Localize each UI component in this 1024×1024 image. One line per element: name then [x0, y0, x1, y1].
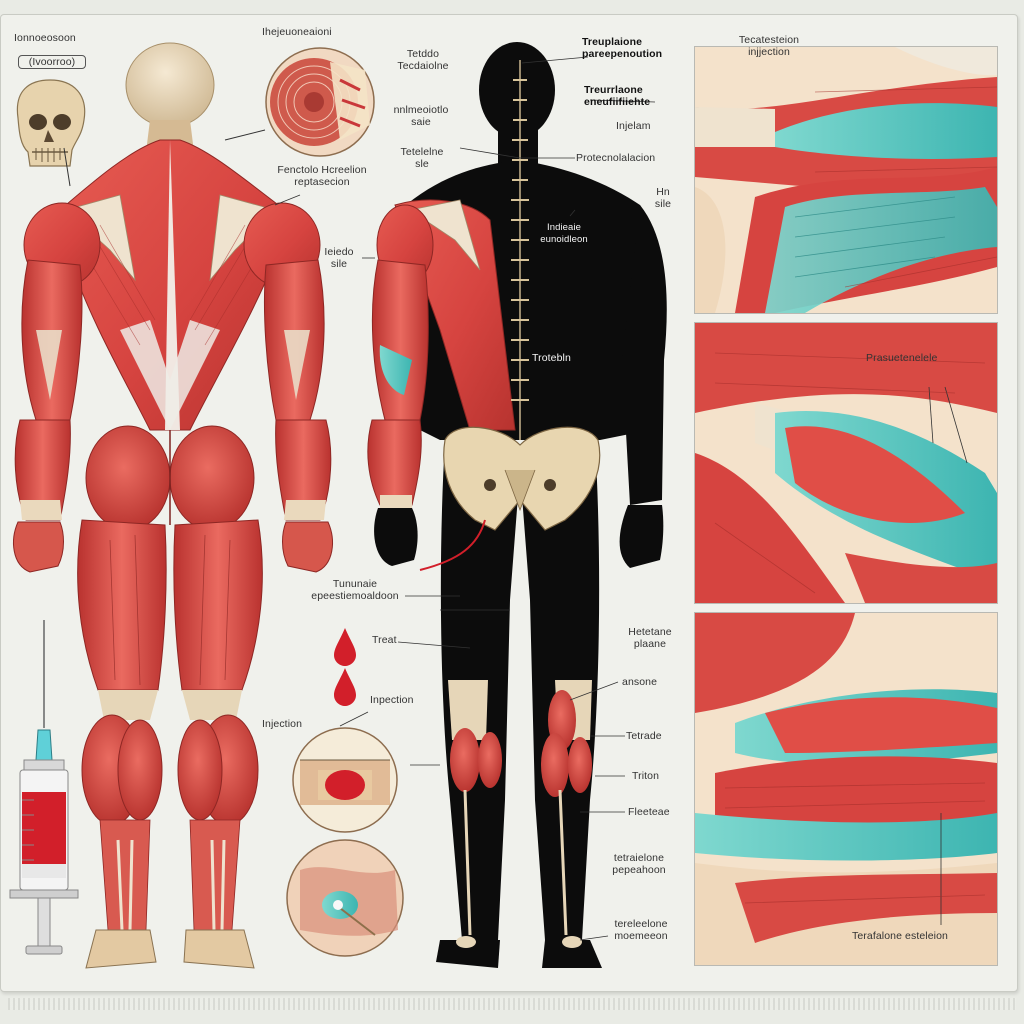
mid-label-2: Tetelelne sle: [400, 146, 444, 170]
zoom-panel-bottom: [694, 612, 998, 966]
trotebln-label: Trotebln: [532, 352, 571, 364]
cross-section-inset-upper: [292, 727, 398, 833]
syringe-icon: [9, 620, 79, 955]
figure-label-b: Treuplaione pareepenoution: [582, 36, 663, 60]
flebrae-label: Fleeteae: [628, 806, 670, 818]
prsuse-label: Prasuetenelele: [866, 352, 938, 364]
zoom-panel-middle: [694, 322, 998, 604]
injelam-label: Injelam: [616, 120, 651, 132]
injection-label-b: Inpection: [370, 694, 414, 706]
bottom-right-label: Terafalone esteleion: [852, 930, 948, 942]
tetrade-label: Tetrade: [626, 730, 662, 742]
triton-label: Triton: [632, 770, 660, 782]
cross-section-icon: [224, 47, 375, 157]
zoom-panel-top: [694, 46, 998, 314]
skull-title: Ionnoeosoon: [14, 32, 76, 44]
tebia-label: Ieiedo sile: [324, 246, 354, 270]
tetrefone-label: tetraielone pepeahoon: [612, 852, 666, 876]
muscle-figure-left: [13, 42, 333, 969]
footer-strip: [8, 998, 1016, 1010]
terolelone-label: tereleelone moemeeon: [614, 918, 668, 942]
leader-lines: [274, 56, 656, 941]
protesolation-label: Protecnolalacion: [576, 152, 656, 164]
blood-drop-icon: [334, 628, 356, 706]
injection-label-a: Injection: [262, 718, 303, 730]
ansone-label: ansone: [622, 676, 658, 688]
hn-site-label: Hn sile: [654, 186, 672, 210]
mid-label-1: nnlmeoiotlo saie: [393, 104, 449, 128]
skull-subtitle: (Ivoorroo): [18, 55, 86, 69]
turnonaio-label: Tununaie epeestiemoaldoon: [311, 578, 399, 602]
fenoldo-label: Fenctolo Hcreelion reptasecion: [277, 164, 367, 188]
figure-label-c: Treurrlaone eneufiifiiehte: [584, 84, 651, 108]
silhouette-figure-center: [367, 42, 667, 968]
treat-label: Treat: [372, 634, 397, 646]
figure-label-a: Tetddo Tecdaiolne: [397, 48, 449, 72]
figure-label-d: Tecatesteion injjection: [738, 34, 800, 58]
cross-section-inset-lower: [286, 839, 404, 957]
top-center-label: Ihejeuoneaioni: [262, 26, 332, 38]
skull-icon: [16, 79, 86, 187]
helrone-label: Hetetane plaane: [628, 626, 672, 650]
spine-label: Indieaie eunoidleon: [540, 222, 588, 245]
